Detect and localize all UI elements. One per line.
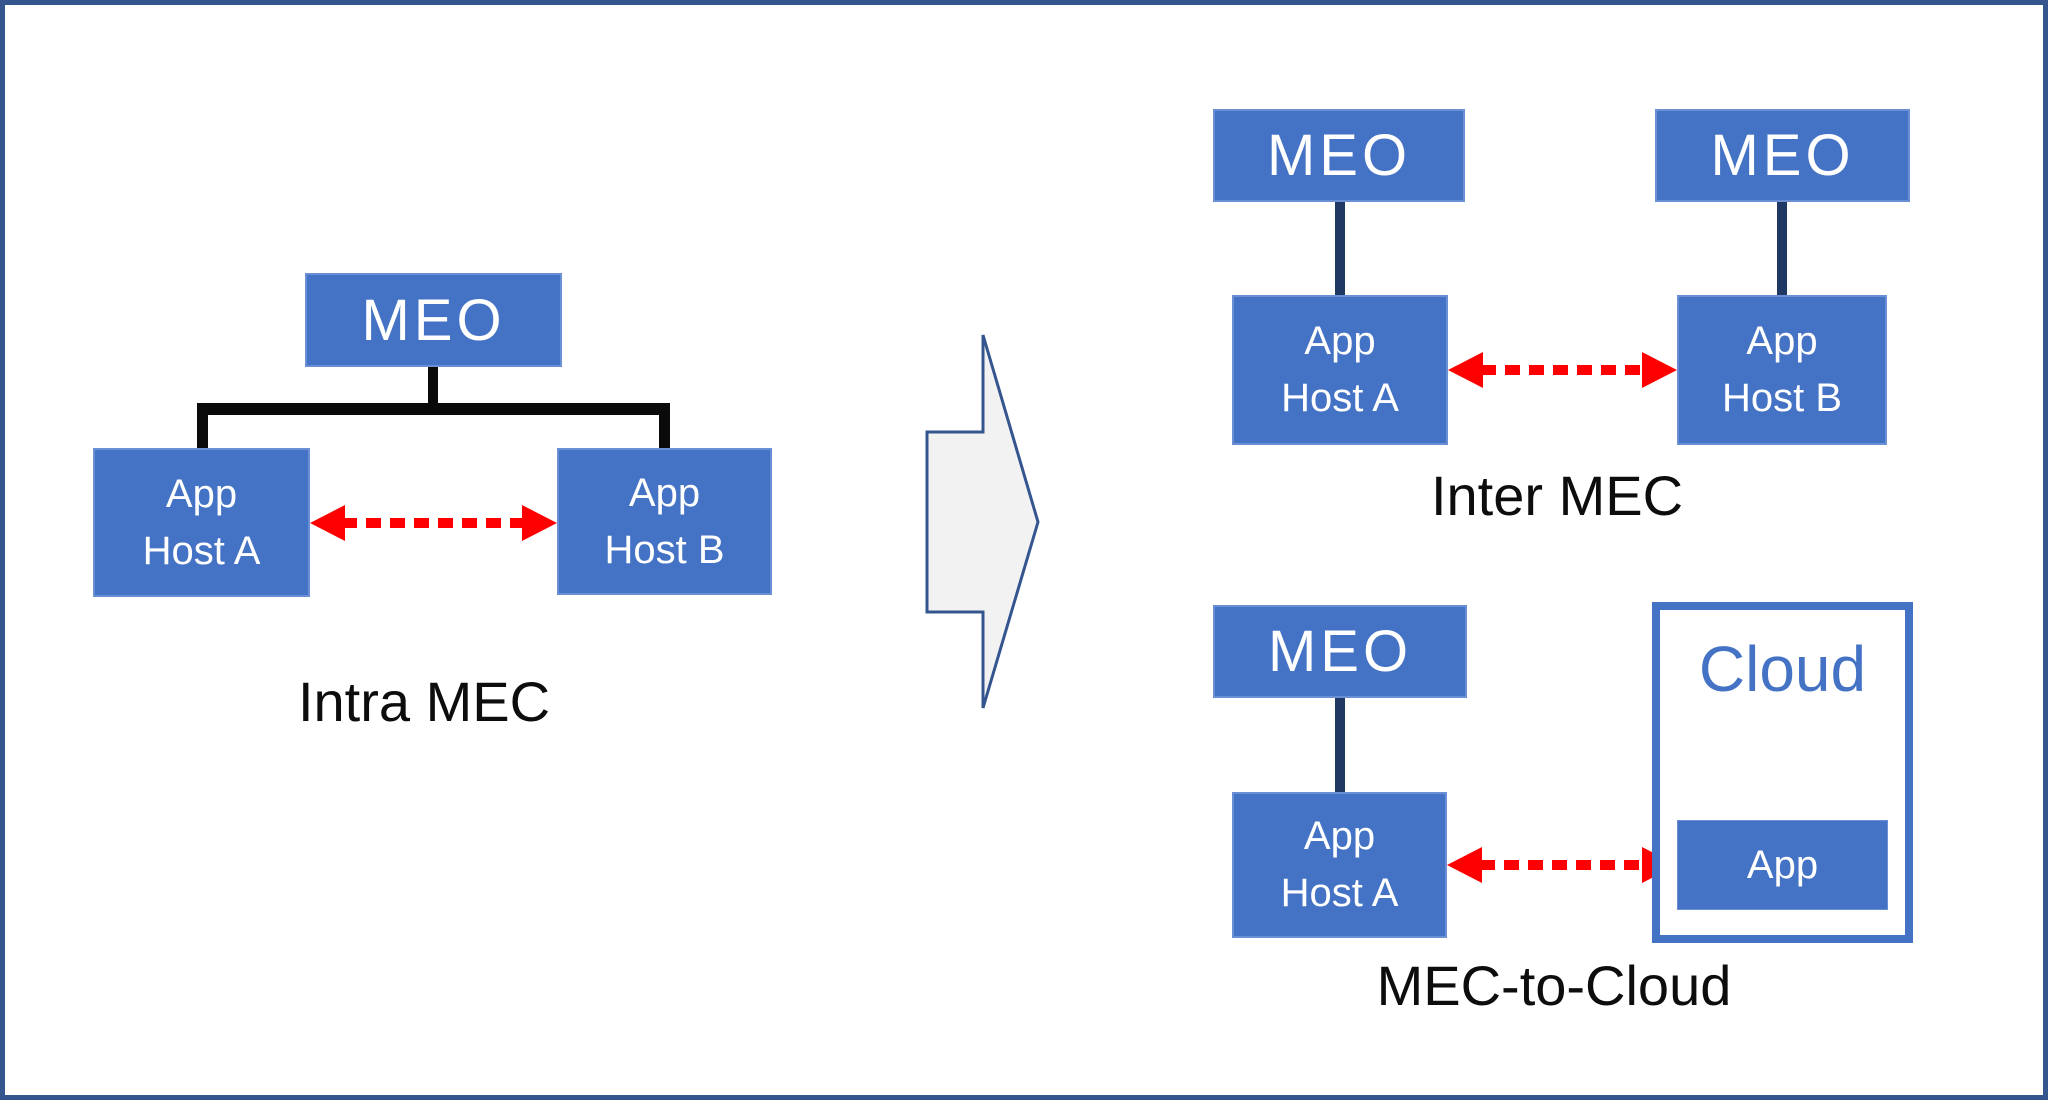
inter-app-host-b-box: App Host B <box>1677 295 1887 445</box>
intra-red-arrow <box>310 505 557 541</box>
intra-mec-tree-connector <box>197 367 670 448</box>
mec-to-cloud-red-arrow <box>1447 847 1677 883</box>
inter-mec-connectors <box>1335 200 1787 297</box>
inter-mec-caption: Inter MEC <box>1430 464 1684 527</box>
inter-app-host-a-label: App Host A <box>1281 319 1399 420</box>
intra-app-host-b-label: App Host B <box>604 470 725 572</box>
inter-meo-a-box: MEO <box>1213 109 1465 202</box>
inter-app-host-a-box: App Host A <box>1232 295 1448 445</box>
connector-layer <box>197 200 1787 883</box>
cloud-section-app-host-a-label: App Host A <box>1280 814 1399 915</box>
mec-to-cloud-caption: MEC-to-Cloud <box>1376 954 1732 1017</box>
inter-red-arrow <box>1448 352 1677 388</box>
inter-app-host-b-label: App Host B <box>1721 319 1843 420</box>
cloud-app-box: App <box>1677 820 1888 910</box>
intra-app-host-a-label: App Host A <box>142 471 261 573</box>
intra-app-host-b-box: App Host B <box>557 448 772 595</box>
intra-app-host-a-box: App Host A <box>93 448 310 597</box>
cloud-title: Cloud <box>1698 633 1867 705</box>
cloud-section-app-host-a-box: App Host A <box>1232 792 1447 938</box>
transition-block-arrow-icon <box>925 334 1040 709</box>
mec-to-cloud-connector <box>1335 696 1345 795</box>
intra-mec-caption: Intra MEC <box>297 670 551 733</box>
intra-meo-box: MEO <box>305 273 562 367</box>
inter-meo-b-box: MEO <box>1655 109 1910 202</box>
cloud-section-meo-box: MEO <box>1213 605 1467 698</box>
cloud-container-box: Cloud App <box>1652 602 1913 943</box>
